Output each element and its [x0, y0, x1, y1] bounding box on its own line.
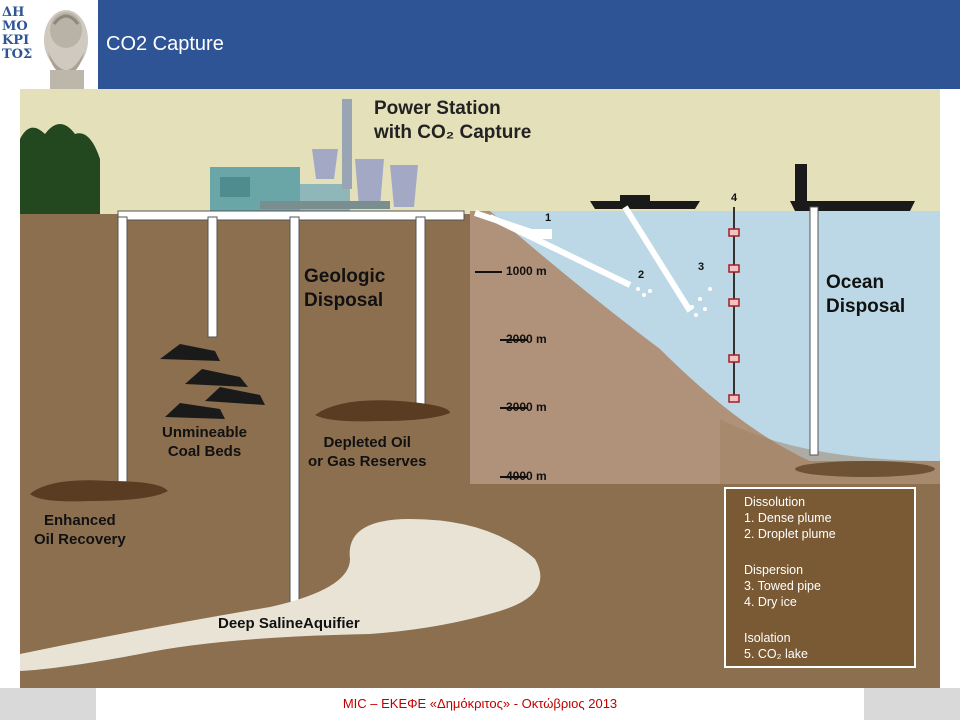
footer-text: MIC – ΕΚΕΦΕ «Δημόκριτος» - Οκτώβριος 201… — [342, 696, 618, 711]
well-aquifer — [289, 216, 300, 603]
sky — [20, 89, 940, 214]
footer-left-band — [0, 688, 96, 720]
ocean-disposal-label: Ocean Disposal — [826, 272, 906, 317]
legend-item-1: 1. Dense plume — [744, 511, 832, 525]
oil-pool-depleted — [315, 400, 450, 422]
depth-label-3000: 3000 m — [506, 400, 547, 414]
marker-2: 2 — [638, 269, 645, 281]
power-station — [210, 99, 418, 212]
title-bar: ΔΗ ΜΟ ΚΡΙ ΤΟΣ CO2 Capture — [0, 0, 960, 89]
depth-label-4000: 4000 m — [506, 469, 547, 483]
ship — [590, 201, 700, 209]
oil-pool-enhanced — [30, 480, 168, 502]
well-enhanced-oil — [117, 216, 128, 493]
legend-item-2: 2. Droplet plume — [744, 527, 836, 541]
coal-seam — [165, 403, 225, 419]
coal-seam — [160, 344, 220, 361]
saline-aquifer — [20, 519, 541, 671]
towed-pipe — [622, 205, 693, 313]
footer-right-band — [864, 688, 960, 720]
democritus-logo: ΔΗ ΜΟ ΚΡΙ ΤΟΣ — [0, 0, 98, 89]
slide-title: CO2 Capture — [106, 33, 224, 55]
saline-aquifer-label: Deep SalineAquifier — [218, 615, 360, 632]
co2-storage-diagram: Power Station with CO₂ Capture Geologic … — [20, 89, 940, 688]
logo-lettering: ΔΗ ΜΟ ΚΡΙ ΤΟΣ — [2, 5, 33, 62]
bust-icon — [44, 10, 88, 89]
coal-seam — [185, 369, 248, 387]
legend-item-5: 5. CO₂ lake — [744, 647, 808, 661]
geologic-disposal-label: Geologic Disposal — [304, 266, 386, 311]
enhanced-oil-label: Enhanced Oil Recovery — [34, 512, 126, 548]
legend-isolation: Isolation — [744, 631, 791, 645]
depth-label-1000: 1000 m — [506, 264, 547, 278]
legend-dispersion: Dispersion — [744, 563, 804, 577]
well-coal-beds — [207, 216, 218, 338]
platform-ship — [790, 201, 915, 211]
well-depleted-oil — [415, 216, 426, 415]
power-station-label: Power Station with CO₂ Capture — [374, 98, 532, 143]
depleted-oil-label: Depleted Oil or Gas Reserves — [308, 434, 427, 470]
forest — [20, 124, 100, 214]
co2-lake — [795, 461, 935, 477]
legend-dissolution: Dissolution — [744, 495, 806, 509]
ocean-pipe — [809, 206, 819, 456]
coal-beds-label: Unmineable Coal Beds — [162, 424, 248, 460]
coal-seam — [205, 387, 265, 405]
legend-item-4: 4. Dry ice — [744, 595, 797, 609]
marker-3: 3 — [698, 261, 705, 273]
legend-box: Dissolution 1. Dense plume 2. Droplet pl… — [724, 487, 916, 668]
marker-4: 4 — [731, 192, 738, 204]
depth-label-2000: 2000 m — [506, 332, 547, 346]
marker-1: 1 — [545, 212, 552, 224]
footer: MIC – ΕΚΕΦΕ «Δημόκριτος» - Οκτώβριος 201… — [0, 688, 960, 720]
legend-item-3: 3. Towed pipe — [744, 579, 821, 593]
